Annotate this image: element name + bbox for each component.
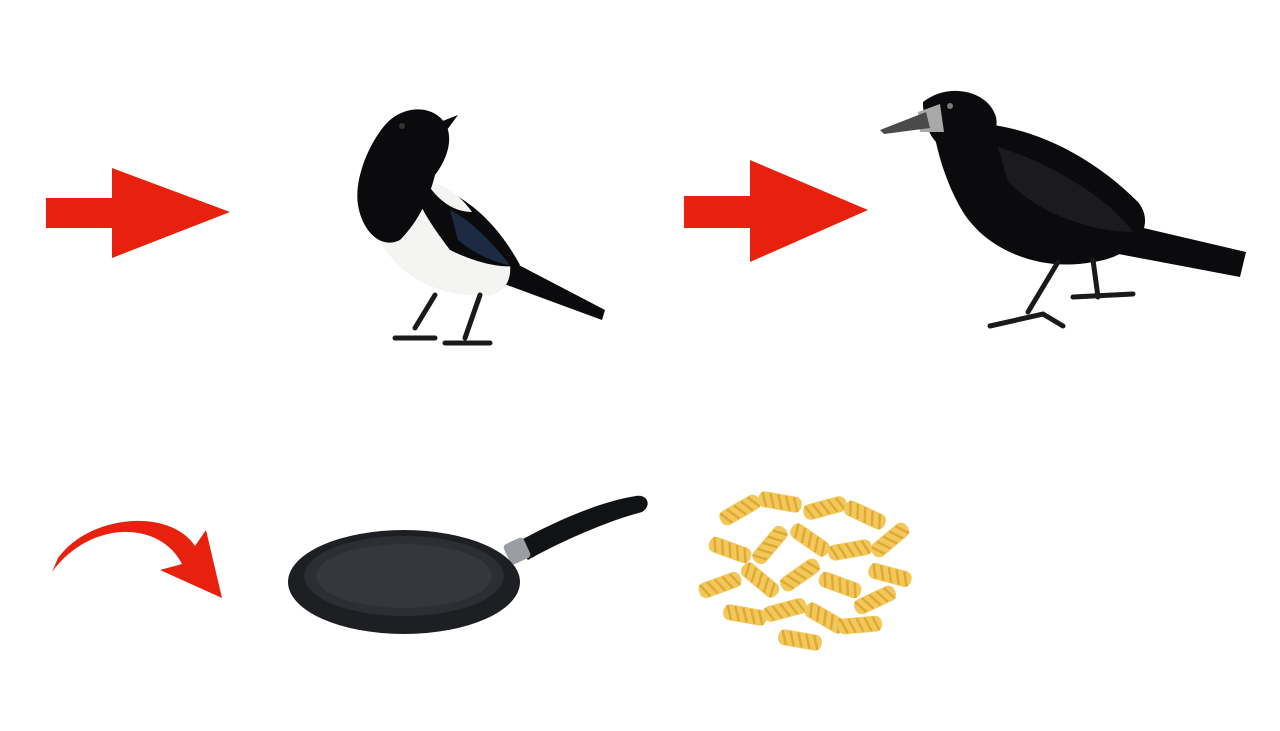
- straight-right-arrow-icon: [46, 168, 230, 258]
- straight-right-arrow-icon: [684, 160, 868, 262]
- fusilli-pasta-icon: [698, 491, 912, 651]
- frying-pan-icon: [288, 495, 648, 634]
- rook-icon: [880, 90, 1246, 329]
- curved-right-arrow-icon: [52, 520, 222, 598]
- magpie-icon: [357, 109, 605, 346]
